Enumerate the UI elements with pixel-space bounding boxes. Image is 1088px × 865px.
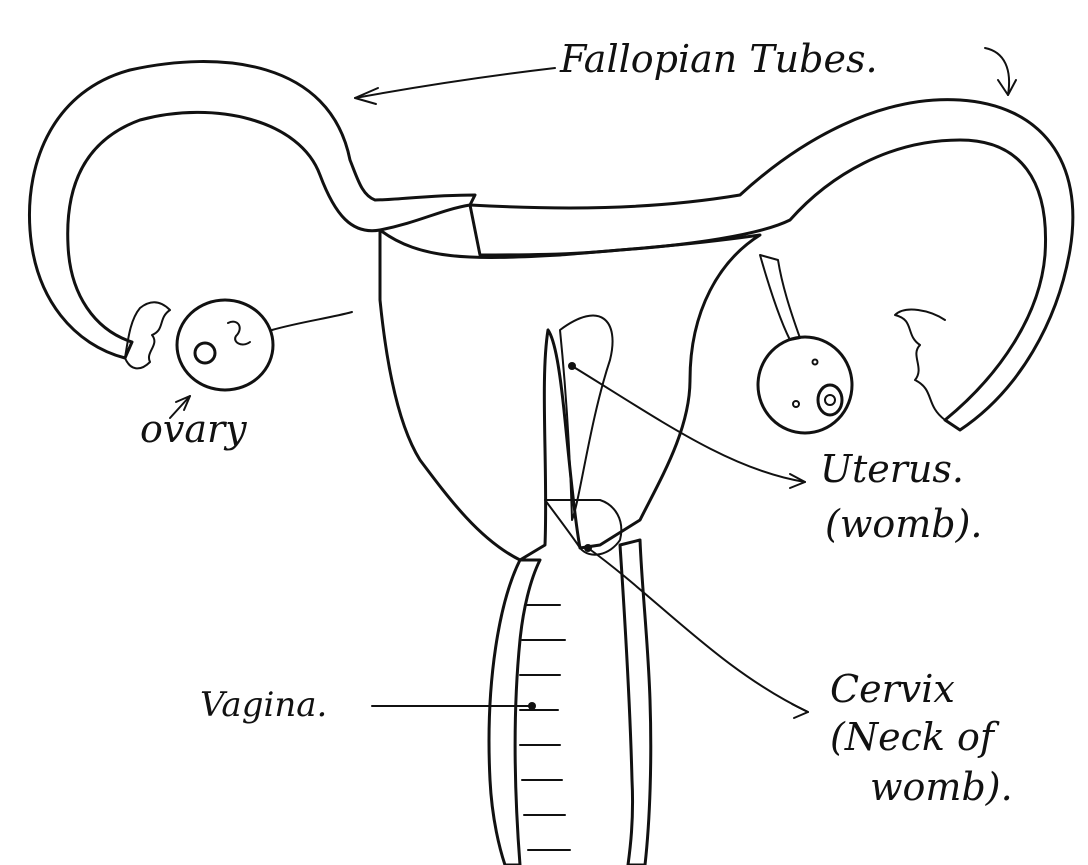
label-cervix: Cervix: [830, 670, 955, 708]
label-uterus-sub: (womb).: [825, 505, 983, 543]
right-fimbriae: [895, 310, 945, 420]
left-ovary: [177, 300, 273, 390]
label-cervix-sub2: womb).: [870, 768, 1013, 806]
uterine-cavity: [560, 316, 613, 520]
label-ovary: ovary: [140, 410, 247, 448]
cervix-leader: [588, 548, 808, 712]
uterus-body: [380, 230, 760, 560]
cervix-arrowhead: [792, 704, 808, 718]
left-fallopian-tube: [29, 62, 475, 358]
left-ovarian-ligament: [272, 312, 352, 330]
label-uterus: Uterus.: [820, 450, 964, 488]
right-ovarian-ligament: [760, 255, 800, 340]
fallopian-arrow-right: [985, 48, 1009, 95]
label-vagina: Vagina.: [200, 688, 327, 722]
vagina-rugae: [520, 605, 570, 850]
fallopian-arrowhead-right: [998, 80, 1016, 95]
vagina-right-wall: [620, 540, 651, 865]
fallopian-arrow-left: [355, 68, 555, 98]
label-fallopian-tubes: Fallopian Tubes.: [560, 40, 878, 78]
label-cervix-sub1: (Neck of: [830, 718, 994, 756]
left-fimbriae: [125, 302, 170, 368]
right-ovary: [758, 337, 852, 433]
